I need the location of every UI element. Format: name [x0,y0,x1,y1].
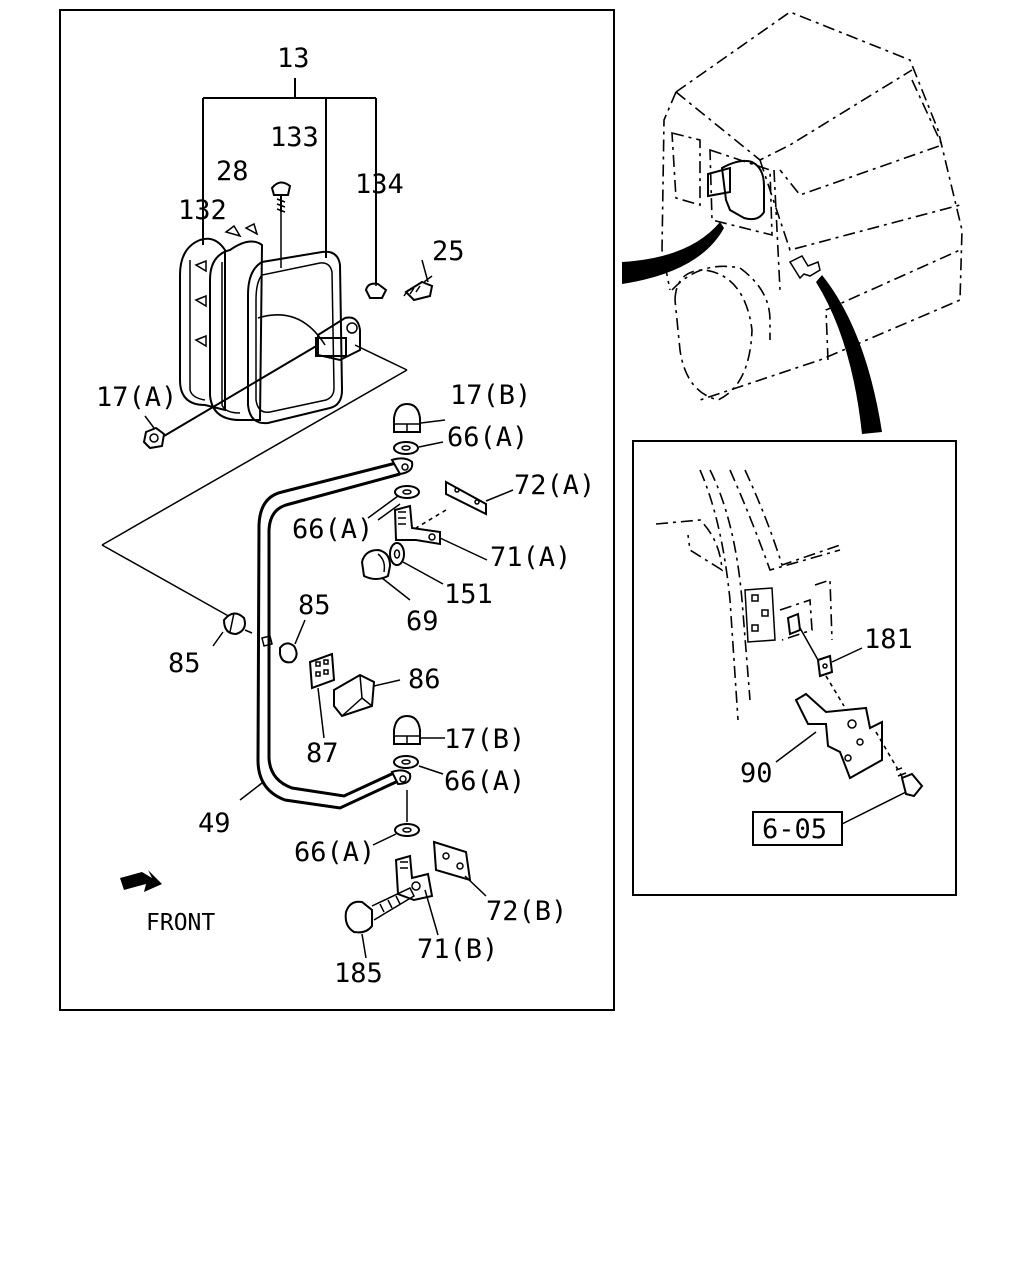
label-87: 87 [306,738,339,769]
bolt-25 [403,275,434,302]
label-17b-bottom: 17(B) [444,724,525,755]
label-71b: 71(B) [417,934,498,965]
label-181: 181 [864,624,913,655]
mirror-stay-49 [256,457,414,810]
washer-151 [389,542,444,585]
screw-134 [364,282,388,299]
label-134: 134 [355,169,404,200]
label-132: 132 [178,195,227,226]
label-ref-6-05: 6-05 [762,814,827,845]
cap-nut-17b-top [393,402,446,433]
label-86: 86 [408,664,441,695]
bolt-185 [344,887,415,959]
label-17b-top: 17(B) [450,380,531,411]
cover-86 [333,673,401,718]
label-25: 25 [432,236,465,267]
label-71a: 71(A) [490,542,571,573]
label-66a-4: 66(A) [294,837,375,868]
label-66a-1: 66(A) [447,422,528,453]
label-90: 90 [740,758,773,789]
label-17a: 17(A) [96,382,177,413]
detail-frame [632,440,957,896]
cap-nut-69 [360,548,411,601]
truck-illustration [661,11,963,401]
ref-box-6-05 [752,811,843,846]
clip-85-left [212,612,253,647]
pointer-arrow-left [622,222,724,284]
cap-nut-17b-bottom [393,714,445,745]
label-49: 49 [198,808,231,839]
label-133: 133 [270,122,319,153]
label-28: 28 [216,156,249,187]
label-185: 185 [334,958,383,989]
front-arrow-icon [120,870,162,892]
label-72b: 72(B) [486,896,567,927]
label-85-left: 85 [168,648,201,679]
label-66a-3: 66(A) [444,766,525,797]
plate-72b [432,840,487,897]
bracket-71b [394,854,439,936]
label-151: 151 [444,579,493,610]
plate-72a [415,480,514,529]
label-13: 13 [277,43,310,74]
label-66a-2: 66(A) [292,514,373,545]
label-front: FRONT [146,910,215,936]
clip-85-right [261,619,306,664]
pointer-arrow-down [816,275,882,434]
label-85-right: 85 [298,590,331,621]
nut-17a [142,344,319,450]
label-72a: 72(A) [514,470,595,501]
bracket-71a [393,504,488,561]
label-69: 69 [406,606,439,637]
main-frame [59,9,615,1011]
screw-28 [270,181,292,268]
bracket-87 [308,652,336,739]
detail-illustration [655,469,924,825]
mirror-assembly [179,78,377,425]
